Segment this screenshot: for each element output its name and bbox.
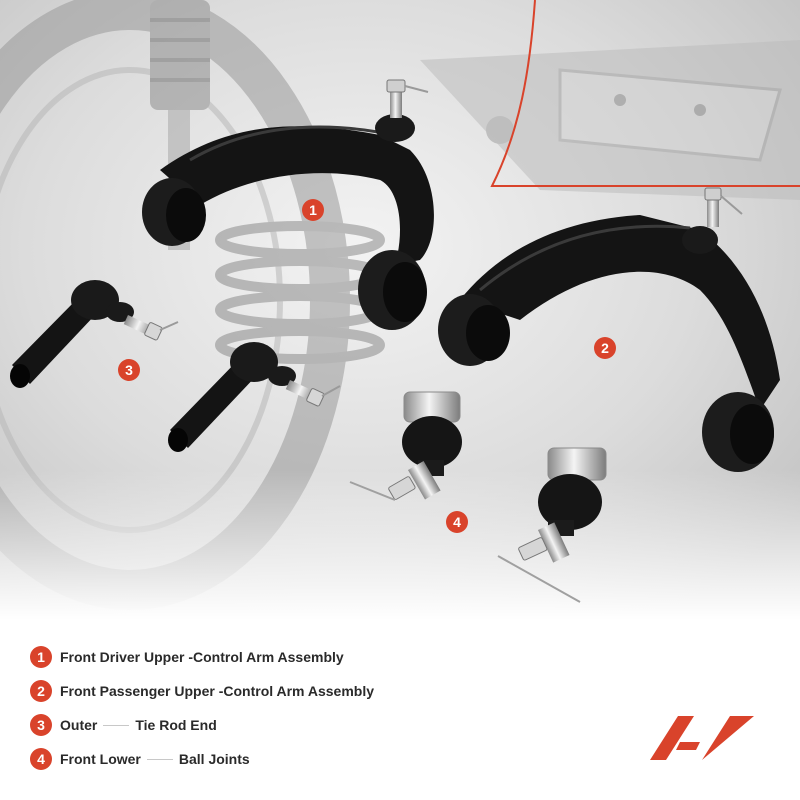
legend-label-4: Front Lower Ball Joints [60, 751, 250, 767]
legend-label-1: Front Driver Upper -Control Arm Assembly [60, 649, 344, 665]
control-arm-driver [142, 79, 434, 330]
legend-label-3: Outer Tie Rod End [60, 717, 217, 733]
brand-logo-icon [650, 716, 754, 760]
legend-label-3-part: Tie Rod End [135, 717, 217, 733]
ball-joint-right [497, 447, 607, 603]
legend-label-2: Front Passenger Upper -Control Arm Assem… [60, 683, 375, 699]
legend-item-2: 2 Front Passenger Upper -Control Arm Ass… [30, 674, 590, 708]
product-image: 1 2 3 4 [0, 0, 800, 620]
legend-number-1: 1 [30, 646, 52, 668]
legend-divider [146, 758, 173, 760]
legend-number-4: 4 [30, 748, 52, 770]
callout-badge-2: 2 [594, 337, 616, 359]
legend-label-4-position: Front Lower [60, 751, 141, 767]
tie-rod-end-left [10, 280, 179, 388]
legend-item-4: 4 Front Lower Ball Joints [30, 742, 590, 776]
control-arm-passenger [438, 187, 780, 472]
callout-badge-1: 1 [302, 199, 324, 221]
product-scene [0, 0, 800, 620]
ball-joint-left [349, 391, 462, 501]
accent-line [490, 0, 800, 187]
tie-rod-end-right [168, 342, 341, 452]
parts-legend: 1 Front Driver Upper -Control Arm Assemb… [30, 640, 590, 776]
legend-divider [103, 724, 130, 726]
legend-label-3-position: Outer [60, 717, 98, 733]
legend-item-1: 1 Front Driver Upper -Control Arm Assemb… [30, 640, 590, 674]
legend-label-4-part: Ball Joints [178, 751, 250, 767]
legend-number-2: 2 [30, 680, 52, 702]
legend-number-3: 3 [30, 714, 52, 736]
callout-badge-4: 4 [446, 511, 468, 533]
callout-badge-3: 3 [118, 359, 140, 381]
legend-item-3: 3 Outer Tie Rod End [30, 708, 590, 742]
